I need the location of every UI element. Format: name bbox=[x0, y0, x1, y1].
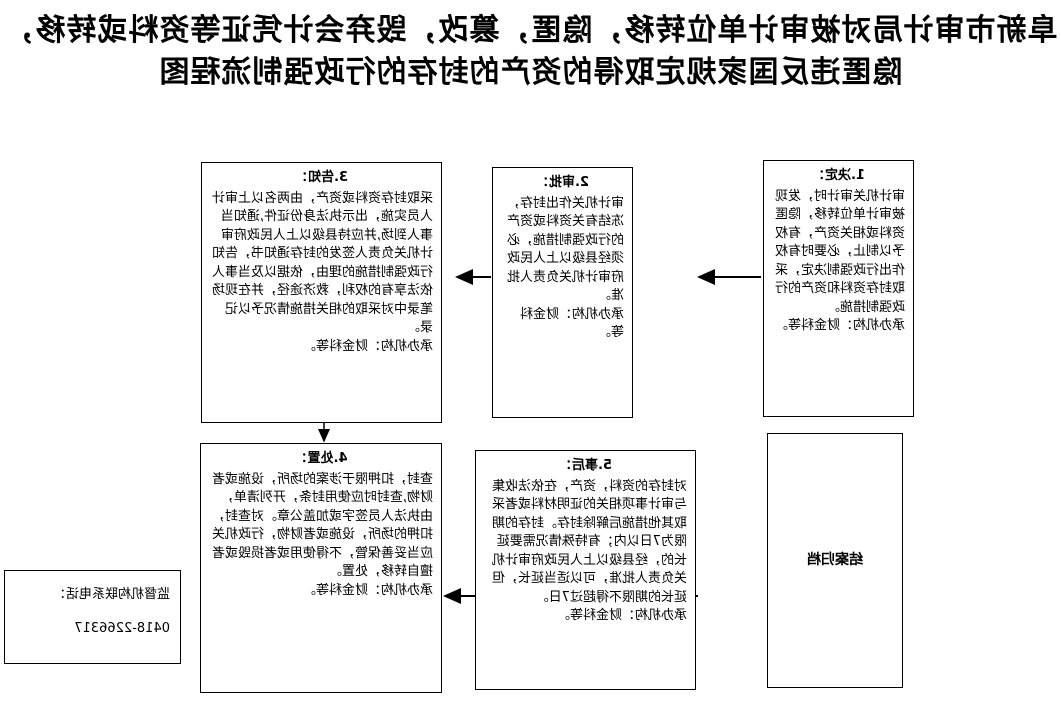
contact-box: 监督机构联系电话： 0418-2266317 bbox=[4, 570, 181, 664]
step-notify-body: 采取封存资料或资产，由两名以上审计人员实施，出示执法身份证件,通知当事人到场,并… bbox=[211, 190, 433, 336]
step-after-head: 5.事后： bbox=[559, 458, 612, 473]
step-close-label: 结案归档 bbox=[807, 552, 863, 569]
step-approve-box: 2.审批： 审计机关作出封存，冻结有关资料或资产的行政强制措施，必须经县级以上人… bbox=[492, 167, 633, 418]
step-handle-body: 查封，扣押限于涉案的场所，设施或者财物,查封时应使用封条，开列清单，由执法人员签… bbox=[211, 471, 433, 580]
contact-phone: 0418-2266317 bbox=[74, 621, 170, 636]
step-notify-org: 承办机构：财金科等。 bbox=[302, 338, 433, 354]
step-approve-org: 承办机构：财金科等。 bbox=[519, 306, 624, 341]
step-approve-head: 2.审批： bbox=[536, 175, 589, 190]
step-after-box: 5.事后： 对封存的资料，资产，在依法收集与审计事项相关的证明材料或者采取其他措… bbox=[475, 450, 696, 690]
step-decide-body: 审计机关审计时，发现被审计单位转移，隐匿资料或相关资产，有权予以制止，必要时有权… bbox=[774, 188, 905, 315]
contact-label: 监督机构联系电话： bbox=[52, 587, 170, 602]
step-decide-org: 承办机构：财金科等。 bbox=[774, 318, 905, 333]
step-after-org: 承办机构：财金科等。 bbox=[556, 608, 687, 623]
step-notify-head: 3.告知： bbox=[295, 170, 348, 185]
step-handle-org: 承办机构：财金科等。 bbox=[302, 582, 433, 598]
step-approve-body: 审计机关作出封存，冻结有关资料或资产的行政强制措施，必须经县级以上人民政府审计机… bbox=[506, 195, 624, 304]
step-after-body: 对封存的资料，资产，在依法收集与审计事项相关的证明材料或者采取其他措施后解除封存… bbox=[491, 478, 687, 605]
step-decide-box: 1.决定： 审计机关审计时，发现被审计单位转移，隐匿资料或相关资产，有权予以制止… bbox=[763, 160, 914, 417]
step-handle-box: 4.处置： 查封，扣押限于涉案的场所，设施或者财物,查封时应使用封条，开列清单，… bbox=[200, 443, 442, 693]
step-notify-box: 3.告知： 采取封存资料或资产，由两名以上审计人员实施，出示执法身份证件,通知当… bbox=[201, 162, 442, 423]
step-decide-head: 1.决定： bbox=[812, 168, 865, 183]
step-handle-head: 4.处置： bbox=[294, 451, 348, 466]
step-close-box: 结案归档 bbox=[767, 433, 903, 688]
